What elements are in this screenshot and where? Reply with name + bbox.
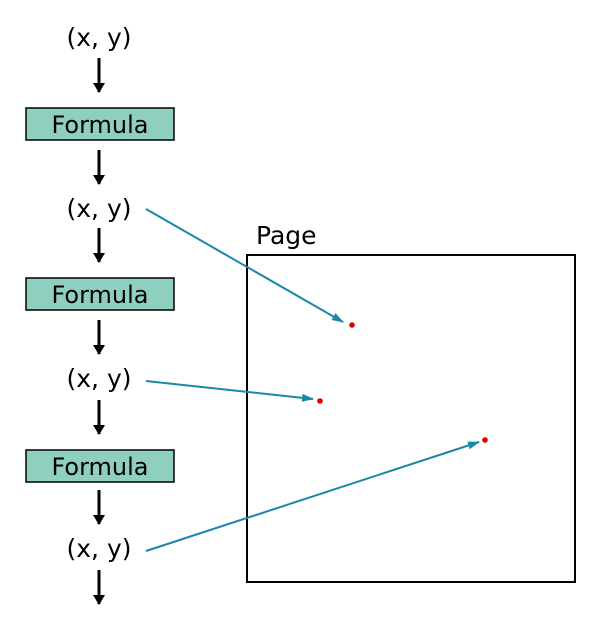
coord-label-3: (x, y) <box>67 364 132 393</box>
page-point-3 <box>482 437 488 443</box>
page-point-2 <box>317 398 323 404</box>
formula-box-3: Formula <box>25 449 175 483</box>
mapping-arrow-1 <box>145 208 344 323</box>
formula-box-1: Formula <box>25 107 175 141</box>
formula-label-1: Formula <box>51 111 148 139</box>
page-frame <box>246 254 576 583</box>
formula-label-2: Formula <box>51 281 148 309</box>
coord-label-2: (x, y) <box>67 194 132 223</box>
mapping-arrow-2 <box>145 380 314 402</box>
coord-label-1: (x, y) <box>67 23 132 52</box>
coord-label-4: (x, y) <box>67 534 132 563</box>
formula-label-3: Formula <box>51 453 148 481</box>
mapping-arrow-3 <box>145 441 480 552</box>
formula-box-2: Formula <box>25 277 175 311</box>
page-label: Page <box>256 221 317 250</box>
page-point-1 <box>349 322 355 328</box>
